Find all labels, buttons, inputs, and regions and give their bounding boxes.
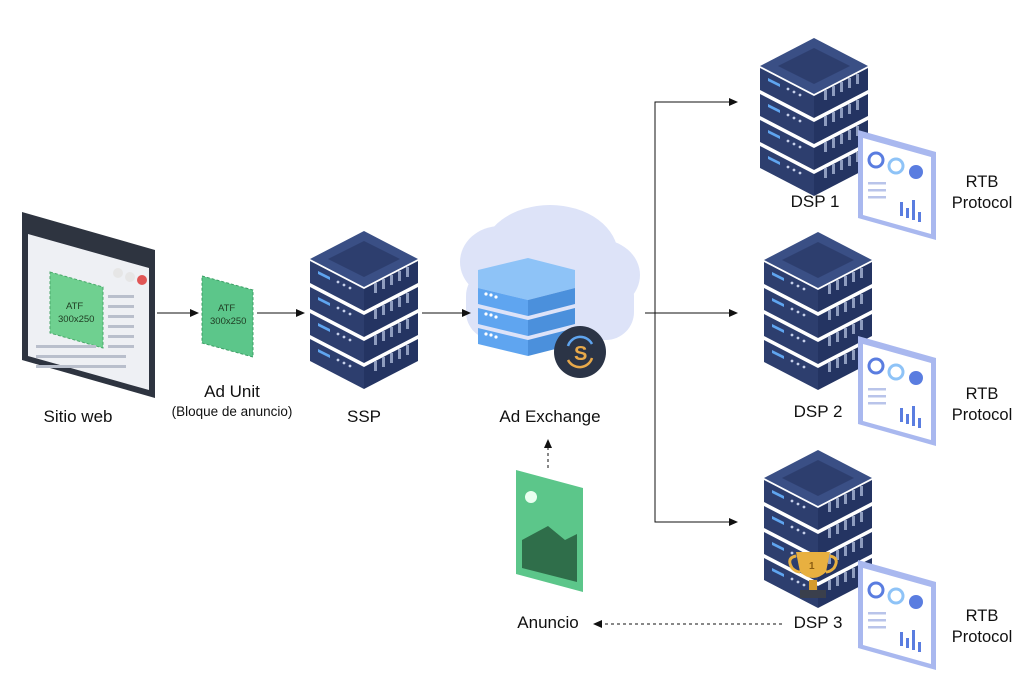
website-slot-line2: 300x250 xyxy=(58,314,94,325)
ad-unit-line1: ATF xyxy=(218,303,235,314)
website-label: Sitio web xyxy=(43,407,113,426)
ad-unit-line2: 300x250 xyxy=(210,316,246,327)
ad-unit-icon: ATF 300x250 xyxy=(201,275,254,358)
edge-ad-exchange-to-dsp-1 xyxy=(645,98,738,314)
edge-ad-exchange-to-dsp-3 xyxy=(654,313,738,526)
dsp-3-protocol-line2: Protocol xyxy=(951,628,1013,646)
dsp-2-protocol-line2: Protocol xyxy=(951,406,1013,424)
anuncio-label: Anuncio xyxy=(517,613,579,632)
svg-text:1: 1 xyxy=(809,561,815,572)
exchange-badge-icon: S xyxy=(554,326,606,378)
dsp-2-label: DSP 2 xyxy=(793,402,843,421)
dsp-3-label: DSP 3 xyxy=(793,613,843,632)
dsp-2-dashboard-icon xyxy=(858,336,936,446)
dsp-1-protocol-line1: RTB xyxy=(965,173,999,191)
trophy-icon: 1 xyxy=(788,552,838,598)
svg-text:S: S xyxy=(574,343,587,365)
ad-unit-label: Ad Unit xyxy=(204,382,260,401)
ssp-server-icon xyxy=(310,231,418,389)
dsp-1-label: DSP 1 xyxy=(790,192,840,211)
dsp-1-server-icon xyxy=(760,38,868,196)
ssp-label: SSP xyxy=(346,407,382,426)
dsp-1-dashboard-icon xyxy=(858,130,936,240)
dsp-2-server-icon xyxy=(764,232,872,390)
ad-exchange-icon: S xyxy=(460,205,640,378)
dsp-2-protocol: RTB Protocol xyxy=(952,384,1013,426)
ad-exchange-label: Ad Exchange xyxy=(499,407,601,426)
ad-unit-sublabel: (Bloque de anuncio) xyxy=(171,404,293,419)
website-icon: ATF 300x250 xyxy=(22,212,155,398)
website-ad-slot: ATF 300x250 xyxy=(49,271,104,349)
connectors xyxy=(157,98,782,628)
website-slot-line1: ATF xyxy=(66,301,83,312)
anuncio-image-icon xyxy=(516,470,583,592)
dsp-3-protocol-line1: RTB xyxy=(965,607,999,625)
dsp-1-protocol: RTB Protocol xyxy=(952,172,1013,214)
dsp-1-protocol-line2: Protocol xyxy=(951,194,1013,212)
dsp-3-protocol: RTB Protocol xyxy=(952,606,1013,648)
dsp-2-protocol-line1: RTB xyxy=(965,385,999,403)
dsp-3-dashboard-icon xyxy=(858,560,936,670)
dsp-3-server-icon xyxy=(764,450,872,608)
